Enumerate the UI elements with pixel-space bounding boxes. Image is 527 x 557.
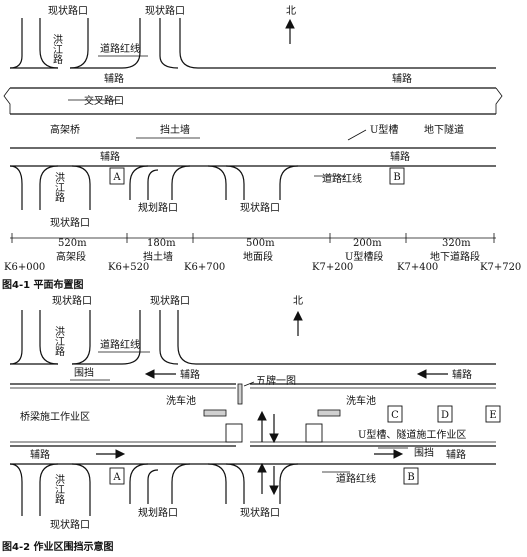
box-b	[389, 167, 405, 185]
label-fence-bottom: 围挡	[414, 446, 434, 459]
box-d	[437, 405, 453, 423]
label-aux-bottom-right: 辅路	[390, 150, 410, 163]
label-existing-junction-top-mid: 现状路口	[150, 294, 190, 307]
label-five-boards: 五牌一图	[256, 374, 296, 387]
segment-name: 高架段	[56, 250, 86, 263]
label-junction: 交叉路口	[84, 94, 124, 107]
label-red-line-top: 道路红线	[100, 42, 140, 55]
station-label: K6+700	[184, 262, 225, 273]
road-edge	[159, 18, 179, 69]
station-label: K7+400	[397, 262, 438, 273]
figure-4-2-caption: 图4-2 作业区围挡示意图	[2, 540, 114, 553]
label-hongjiang-bottom: 洪江路	[53, 172, 65, 203]
box-d-label: D	[441, 410, 449, 421]
segment-name: U型槽段	[345, 250, 383, 263]
gate-right	[305, 423, 323, 443]
box-b-label: B	[393, 172, 400, 183]
figure-4-1-plan: A B 北 现状路口 现状路口 洪江路 道路红线 辅路 辅路 交叉路口 高架桥 …	[2, 4, 521, 291]
station-label: K6+520	[108, 262, 149, 273]
label-red-line-bottom: 道路红线	[336, 472, 376, 485]
box-a-label: A	[112, 472, 121, 483]
arrow-left-icon	[144, 369, 176, 379]
label-aux-bottom-left: 辅路	[30, 448, 50, 461]
box-e	[485, 405, 501, 423]
wash-pit-right	[317, 409, 341, 417]
north-label: 北	[293, 295, 303, 307]
segment-length: 520m	[58, 238, 87, 249]
label-aux-right: 辅路	[392, 72, 412, 85]
segment-length: 500m	[246, 238, 275, 249]
label-viaduct: 高架桥	[50, 123, 80, 136]
label-existing-junction-bottom: 现状路口	[240, 506, 280, 519]
info-board	[237, 383, 243, 405]
label-u-trough: U型槽	[370, 123, 398, 136]
label-existing-junction-top-mid: 现状路口	[145, 4, 185, 17]
label-hongjiang-top: 洪江路	[53, 326, 65, 357]
label-red-line-top: 道路红线	[100, 338, 140, 351]
north-label: 北	[286, 5, 296, 17]
wash-pit-left	[203, 409, 227, 417]
label-planned-junction: 规划路口	[138, 506, 178, 519]
segment-name: 地面段	[243, 250, 273, 263]
segment-name: 地下道路段	[430, 250, 480, 263]
label-aux-left: 辅路	[104, 72, 124, 85]
label-u-trough-zone: U型槽、隧道施工作业区	[358, 428, 466, 441]
label-hongjiang-top: 洪江路	[51, 34, 63, 65]
label-existing-junction-bottom-left: 现状路口	[50, 216, 90, 229]
label-wash-right: 洗车池	[346, 394, 376, 407]
label-aux-bottom-left: 辅路	[100, 150, 120, 163]
road-edge	[179, 18, 199, 69]
figure-4-2-zones: C D E A B	[2, 294, 501, 553]
label-aux-top-right: 辅路	[452, 368, 472, 381]
box-c	[387, 405, 403, 423]
label-existing-junction-top-left: 现状路口	[48, 4, 88, 17]
box-a	[109, 167, 125, 185]
label-red-line-bottom: 道路红线	[322, 172, 362, 185]
arrow-up-icon	[257, 410, 267, 442]
label-retaining-wall: 挡土墙	[160, 123, 190, 136]
segment-length: 200m	[353, 238, 382, 249]
station-label: K6+000	[4, 262, 45, 273]
station-label-end: K7+720	[480, 262, 521, 273]
segment-name: 挡土墙	[143, 250, 173, 263]
arrow-down-icon	[269, 414, 279, 444]
label-tunnel: 地下隧道	[424, 123, 464, 136]
label-fence-top: 围挡	[74, 366, 94, 379]
box-e-label: E	[489, 410, 496, 421]
segment-length: 320m	[442, 238, 471, 249]
label-aux-top-left: 辅路	[180, 368, 200, 381]
gate-left	[225, 423, 243, 443]
label-existing-junction-top-left: 现状路口	[52, 294, 92, 307]
station-label: K7+200	[312, 262, 353, 273]
arrow-left-icon	[416, 369, 448, 379]
box-a-label: A	[112, 172, 121, 183]
arrow-up-icon	[257, 462, 267, 494]
label-hongjiang-bottom: 洪江路	[53, 474, 65, 505]
figure-4-1-caption: 图4-1 平面布置图	[2, 278, 84, 291]
label-wash-left: 洗车池	[166, 394, 196, 407]
arrow-right-icon	[96, 449, 126, 459]
arrow-right-icon	[374, 449, 404, 459]
north-arrow-icon	[285, 18, 295, 29]
box-c-label: C	[391, 410, 399, 421]
box-b	[403, 467, 419, 485]
box-b-label: B	[407, 472, 414, 483]
box-a	[109, 467, 125, 485]
label-existing-junction-bottom: 现状路口	[240, 201, 280, 214]
arrow-down-icon	[269, 466, 279, 496]
road-edge	[9, 18, 23, 69]
segment-length: 180m	[147, 238, 176, 249]
road-edge	[121, 18, 141, 69]
label-aux-bottom-right: 辅路	[446, 448, 466, 461]
label-bridge-zone: 桥梁施工作业区	[20, 410, 90, 423]
label-existing-junction-bottom-left: 现状路口	[50, 518, 90, 531]
north-arrow-icon	[293, 310, 303, 321]
label-planned-junction: 规划路口	[138, 201, 178, 214]
road-edge	[69, 18, 89, 69]
